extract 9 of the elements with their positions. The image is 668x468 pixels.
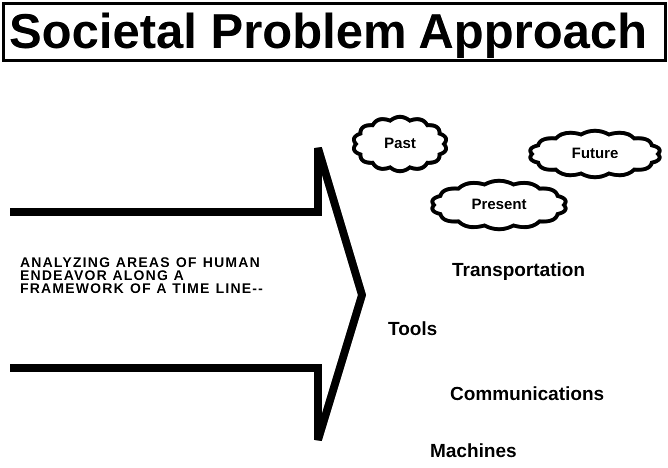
topic-label: Communications xyxy=(450,384,604,406)
cloud-label: Future xyxy=(570,144,620,164)
title-box: Societal Problem Approach xyxy=(2,2,667,62)
cloud-label: Present xyxy=(470,195,528,215)
topic-label: Machines xyxy=(430,441,517,463)
topic-label: Transportation xyxy=(452,260,586,282)
arrow-text: ANALYZING AREAS OF HUMAN ENDEAVOR ALONG A FRAMEWORK OF A TIME LINE-- xyxy=(20,256,266,295)
cloud-label: Past xyxy=(383,134,417,154)
topic-label: Tools xyxy=(388,319,438,341)
